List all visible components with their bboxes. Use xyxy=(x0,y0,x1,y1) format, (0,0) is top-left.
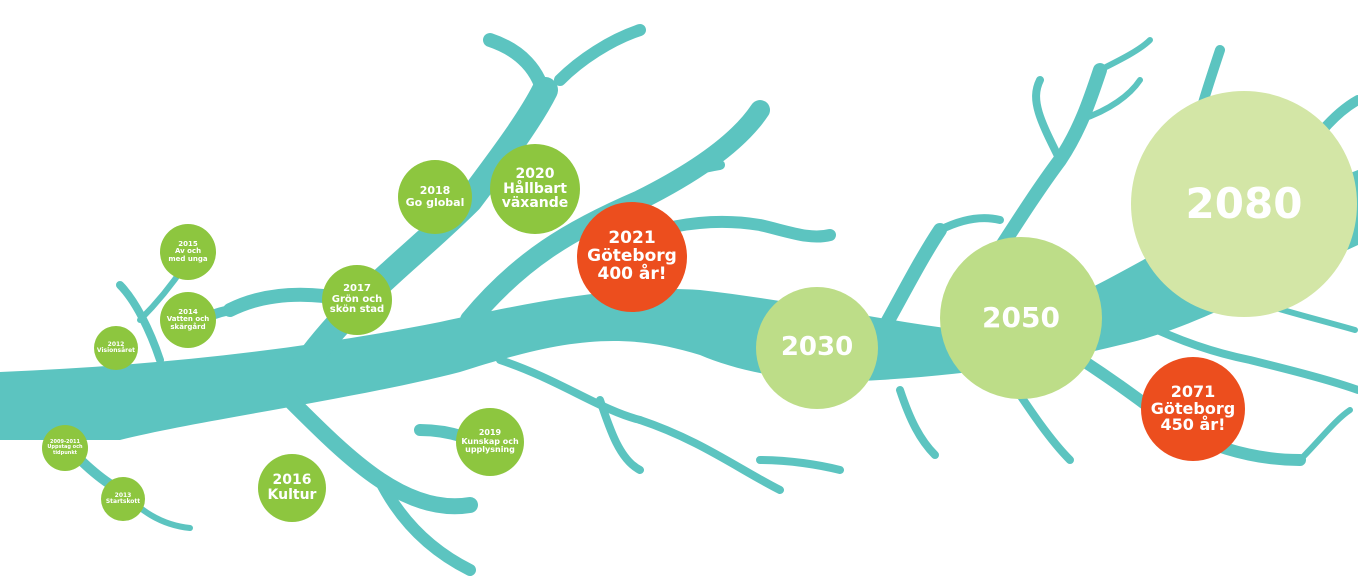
node-2080-year: 2080 xyxy=(1185,178,1303,228)
node-2071-label-2: 450 år! xyxy=(1160,415,1226,435)
node-2071-year: 2071 xyxy=(1170,381,1216,401)
trunk-group xyxy=(0,170,1358,440)
node-2017: 2017 Grön och skön stad xyxy=(322,265,392,335)
node-2012-year: 2012 xyxy=(107,340,125,348)
node-2015-label-2: med unga xyxy=(168,254,208,263)
node-2009-label-1: Uppstag och xyxy=(47,444,83,451)
node-2012-label: Visionsåret xyxy=(96,347,136,354)
node-2009-year: 2009-2011 xyxy=(50,439,80,446)
node-2071: 2071 Göteborg 450 år! xyxy=(1141,357,1245,461)
node-2019: 2019 Kunskap och upplysning xyxy=(456,408,524,476)
branch xyxy=(374,474,476,576)
node-2012: 2012 Visionsåret xyxy=(94,326,138,370)
node-2017-label-1: Grön och xyxy=(331,293,383,305)
node-2014: 2014 Vatten och skärgård xyxy=(160,292,216,348)
node-2009-label-2: tidpunkt xyxy=(52,449,78,456)
node-2021: 2021 Göteborg 400 år! xyxy=(577,202,687,312)
node-2019-year: 2019 xyxy=(478,428,502,438)
node-2019-label-1: Kunskap och xyxy=(461,436,519,446)
branch xyxy=(635,160,725,205)
node-2017-year: 2017 xyxy=(343,283,371,295)
branch xyxy=(554,24,646,86)
node-2015: 2015 Av och med unga xyxy=(160,224,216,280)
branch xyxy=(596,396,644,474)
branch xyxy=(1097,37,1153,73)
node-2014-label-2: skärgård xyxy=(170,322,206,331)
node-2020-label-1: Hållbart xyxy=(503,180,567,197)
node-2080: 2080 xyxy=(1131,91,1357,317)
node-2016-label: Kultur xyxy=(267,487,317,503)
node-2050-year: 2050 xyxy=(982,301,1060,335)
node-2017-label-2: skön stad xyxy=(329,304,385,316)
branch xyxy=(896,386,939,459)
node-2018: 2018 Go global xyxy=(398,160,472,234)
node-2021-label-2: 400 år! xyxy=(597,263,667,284)
node-2015-label-1: Av och xyxy=(174,247,202,256)
node-2019-label-2: upplysning xyxy=(465,445,515,455)
node-2015-year: 2015 xyxy=(178,239,198,248)
node-2016-year: 2016 xyxy=(272,472,312,489)
branch xyxy=(1297,407,1353,463)
branch xyxy=(936,214,1004,234)
branch xyxy=(756,456,844,474)
node-2021-label-1: Göteborg xyxy=(587,246,677,267)
node-2014-label-1: Vatten och xyxy=(166,315,210,324)
branch xyxy=(636,416,784,494)
node-2018-label: Go global xyxy=(405,196,465,209)
node-2030: 2030 xyxy=(756,287,878,409)
node-2071-label-1: Göteborg xyxy=(1150,398,1236,418)
node-2020-year: 2020 xyxy=(515,165,555,182)
branch xyxy=(1096,296,1358,394)
node-2013: 2013 Startskott xyxy=(101,477,145,521)
branch xyxy=(1077,77,1143,123)
node-2014-year: 2014 xyxy=(178,307,198,316)
node-2030-year: 2030 xyxy=(780,332,854,363)
node-2016: 2016 Kultur xyxy=(258,454,326,522)
node-2013-label: Startskott xyxy=(105,498,141,505)
node-2020-label-2: växande xyxy=(501,195,569,212)
node-2050: 2050 xyxy=(940,237,1102,399)
node-2021-year: 2021 xyxy=(608,228,656,249)
node-2018-year: 2018 xyxy=(419,184,451,198)
branch xyxy=(873,223,947,342)
trunk xyxy=(0,170,1358,440)
branch xyxy=(496,356,644,424)
node-2009-2011: 2009-2011 Uppstag och tidpunkt xyxy=(42,425,88,471)
branch xyxy=(483,33,552,107)
node-2013-year: 2013 xyxy=(114,491,132,499)
branch xyxy=(1032,76,1064,164)
node-2020: 2020 Hållbart växande xyxy=(490,144,580,234)
